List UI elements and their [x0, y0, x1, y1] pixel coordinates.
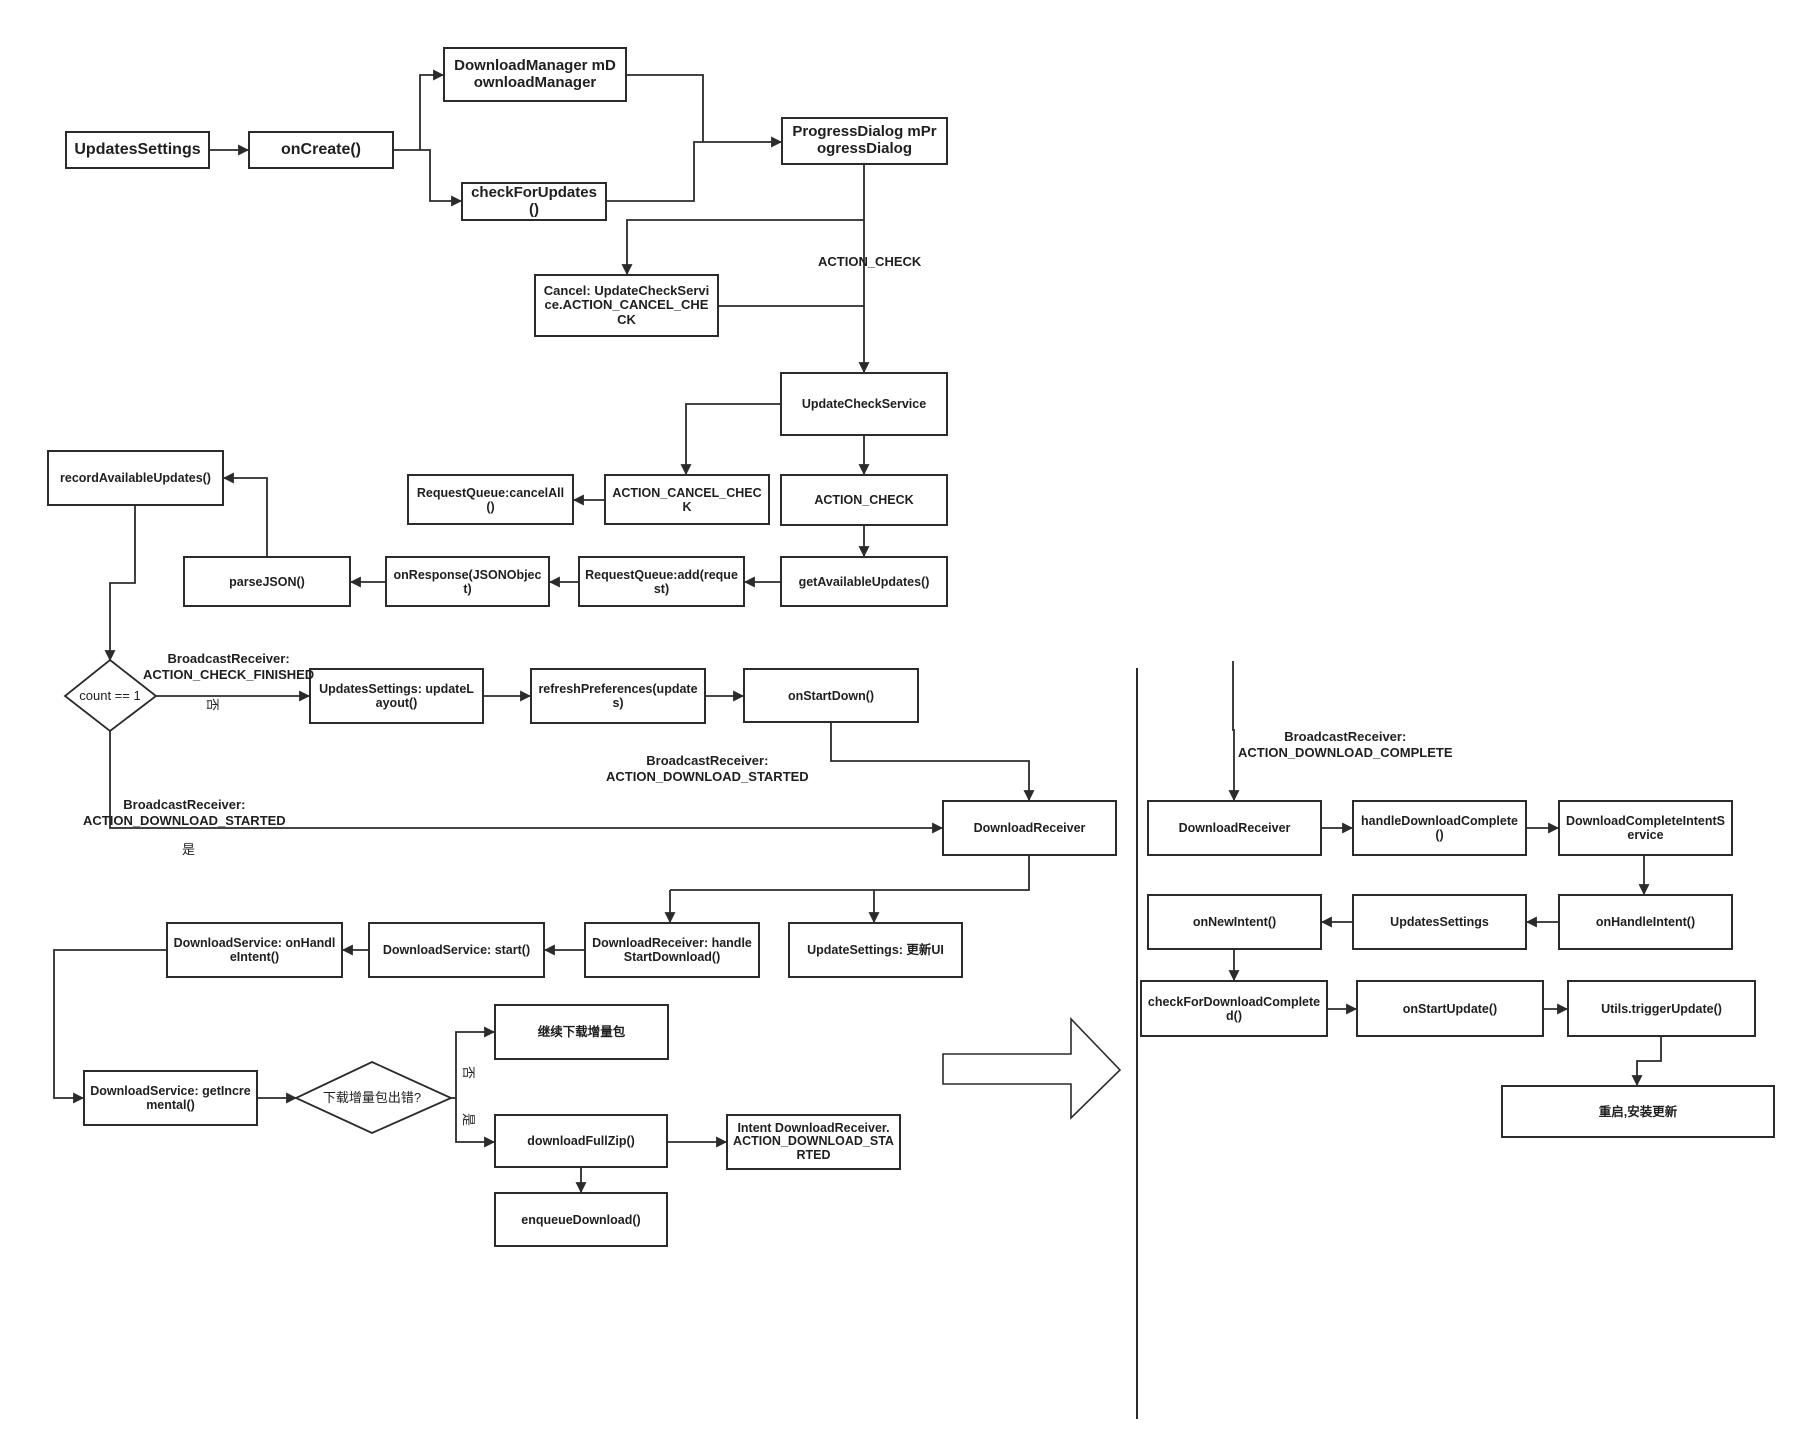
- label-no-2: 否: [461, 1066, 476, 1080]
- node-utils-trigger-update: Utils.triggerUpdate(): [1567, 980, 1756, 1037]
- node-on-handle-intent: onHandleIntent(): [1558, 894, 1733, 950]
- node-on-response: onResponse(JSONObject): [385, 556, 550, 607]
- edge-record-decision: [104, 506, 136, 662]
- label-br-download-started-b-line2: ACTION_DOWNLOAD_STARTED: [83, 812, 286, 828]
- node-progress-dialog: ProgressDialog mProgressDialog: [781, 117, 948, 165]
- label-br-check-finished: BroadcastReceiver: ACTION_CHECK_FINISHED: [143, 651, 314, 682]
- label-no-1: 否: [205, 698, 220, 712]
- node-update-layout: UpdatesSettings: updateLayout(): [309, 668, 484, 724]
- edge-onstartdown-downloadreceiver: [830, 723, 1035, 802]
- edge-downloadreceiver-split: [670, 856, 1030, 891]
- node-request-queue-cancel-all: RequestQueue:cancelAll(): [407, 474, 574, 525]
- edge-checkforupdates-progressdialog: [607, 136, 783, 202]
- label-br-check-finished-line2: ACTION_CHECK_FINISHED: [143, 666, 315, 682]
- edge-downloadmanager-progressdialog: [627, 74, 704, 142]
- decision-count-label: count == 1: [79, 687, 141, 703]
- node-parse-json: parseJSON(): [183, 556, 351, 607]
- node-action-check: ACTION_CHECK: [780, 474, 948, 526]
- edge-updatecheckservice-actioncancelcheck: [680, 403, 780, 476]
- node-reboot-install: 重启,安装更新: [1501, 1085, 1775, 1138]
- edge-decision-fullzip: [455, 1098, 496, 1148]
- label-br-download-started-b-line1: BroadcastReceiver:: [123, 797, 246, 812]
- edge-onhandleintent-getincremental: [53, 949, 166, 1104]
- node-action-cancel-check: ACTION_CANCEL_CHECK: [604, 474, 770, 525]
- node-record-available-updates: recordAvailableUpdates(): [47, 450, 224, 506]
- label-br-download-started-a: BroadcastReceiver: ACTION_DOWNLOAD_START…: [606, 753, 809, 784]
- node-on-start-down: onStartDown(): [743, 668, 919, 723]
- label-br-download-complete-line1: BroadcastReceiver:: [1284, 729, 1407, 744]
- edge-decision-continue: [451, 1026, 496, 1099]
- node-get-incremental: DownloadService: getIncremental(): [83, 1070, 258, 1126]
- node-continue-incremental: 继续下载增量包: [494, 1004, 669, 1060]
- node-enqueue-download: enqueueDownload(): [494, 1192, 668, 1247]
- node-download-service-start: DownloadService: start(): [368, 922, 545, 978]
- decision-count-diamond: [63, 658, 158, 733]
- node-download-receiver-2: DownloadReceiver: [1147, 800, 1322, 856]
- label-br-check-finished-line1: BroadcastReceiver:: [167, 651, 290, 666]
- node-updates-settings: UpdatesSettings: [65, 131, 210, 169]
- big-arrow-shape: [942, 1017, 1122, 1120]
- node-update-check-service: UpdateCheckService: [780, 372, 948, 436]
- node-download-full-zip: downloadFullZip(): [494, 1114, 668, 1168]
- node-request-queue-add: RequestQueue:add(request): [578, 556, 745, 607]
- label-br-download-started-a-line1: BroadcastReceiver:: [646, 753, 769, 768]
- label-br-download-complete: BroadcastReceiver: ACTION_DOWNLOAD_COMPL…: [1238, 729, 1453, 760]
- node-cancel-check: Cancel: UpdateCheckService.ACTION_CANCEL…: [534, 274, 719, 337]
- node-download-manager: DownloadManager mDownloadManager: [443, 47, 627, 102]
- node-handle-download-complete: handleDownloadComplete(): [1352, 800, 1527, 856]
- node-on-start-update: onStartUpdate(): [1356, 980, 1544, 1037]
- node-download-service-handle-intent: DownloadService: onHandleIntent(): [166, 922, 343, 978]
- node-download-complete-intent-service: DownloadCompleteIntentService: [1558, 800, 1733, 856]
- label-action-check: ACTION_CHECK: [818, 254, 922, 269]
- node-updates-settings-2: UpdatesSettings: [1352, 894, 1527, 950]
- node-download-receiver: DownloadReceiver: [942, 800, 1117, 856]
- label-yes-2: 是: [461, 1113, 476, 1127]
- edge-oncreate-downloadmanager: [394, 69, 445, 151]
- node-intent-download-started: Intent DownloadReceiver.ACTION_DOWNLOAD_…: [726, 1114, 901, 1170]
- edge-oncreate-checkforupdates: [420, 149, 463, 207]
- edge-progressdialog-cancel: [621, 219, 864, 276]
- label-br-download-started-a-line2: ACTION_DOWNLOAD_STARTED: [606, 768, 809, 784]
- edge-parsejson-record: [222, 472, 268, 556]
- label-yes-1: 是: [182, 842, 196, 857]
- decision-incremental-diamond: [293, 1061, 454, 1134]
- decision-incremental-label: 下载增量包出错?: [322, 1089, 422, 1105]
- edge-decision-downloadreceiver: [109, 731, 944, 834]
- node-handle-start-download: DownloadReceiver: handleStartDownload(): [584, 922, 760, 978]
- node-refresh-preferences: refreshPreferences(updates): [530, 668, 706, 724]
- node-update-settings-ui: UpdateSettings: 更新UI: [788, 922, 963, 978]
- label-br-download-started-b: BroadcastReceiver: ACTION_DOWNLOAD_START…: [83, 797, 286, 828]
- node-check-for-download-completed: checkForDownloadCompleted(): [1140, 980, 1328, 1037]
- edge-trigger-reboot: [1631, 1037, 1662, 1087]
- node-check-for-updates: checkForUpdates(): [461, 182, 607, 221]
- node-on-new-intent: onNewIntent(): [1147, 894, 1322, 950]
- edge-incoming-downloadreceiver2: [1228, 661, 1240, 802]
- node-on-create: onCreate(): [248, 131, 394, 169]
- label-br-download-complete-line2: ACTION_DOWNLOAD_COMPLETE: [1238, 744, 1453, 760]
- node-get-available-updates: getAvailableUpdates(): [780, 556, 948, 607]
